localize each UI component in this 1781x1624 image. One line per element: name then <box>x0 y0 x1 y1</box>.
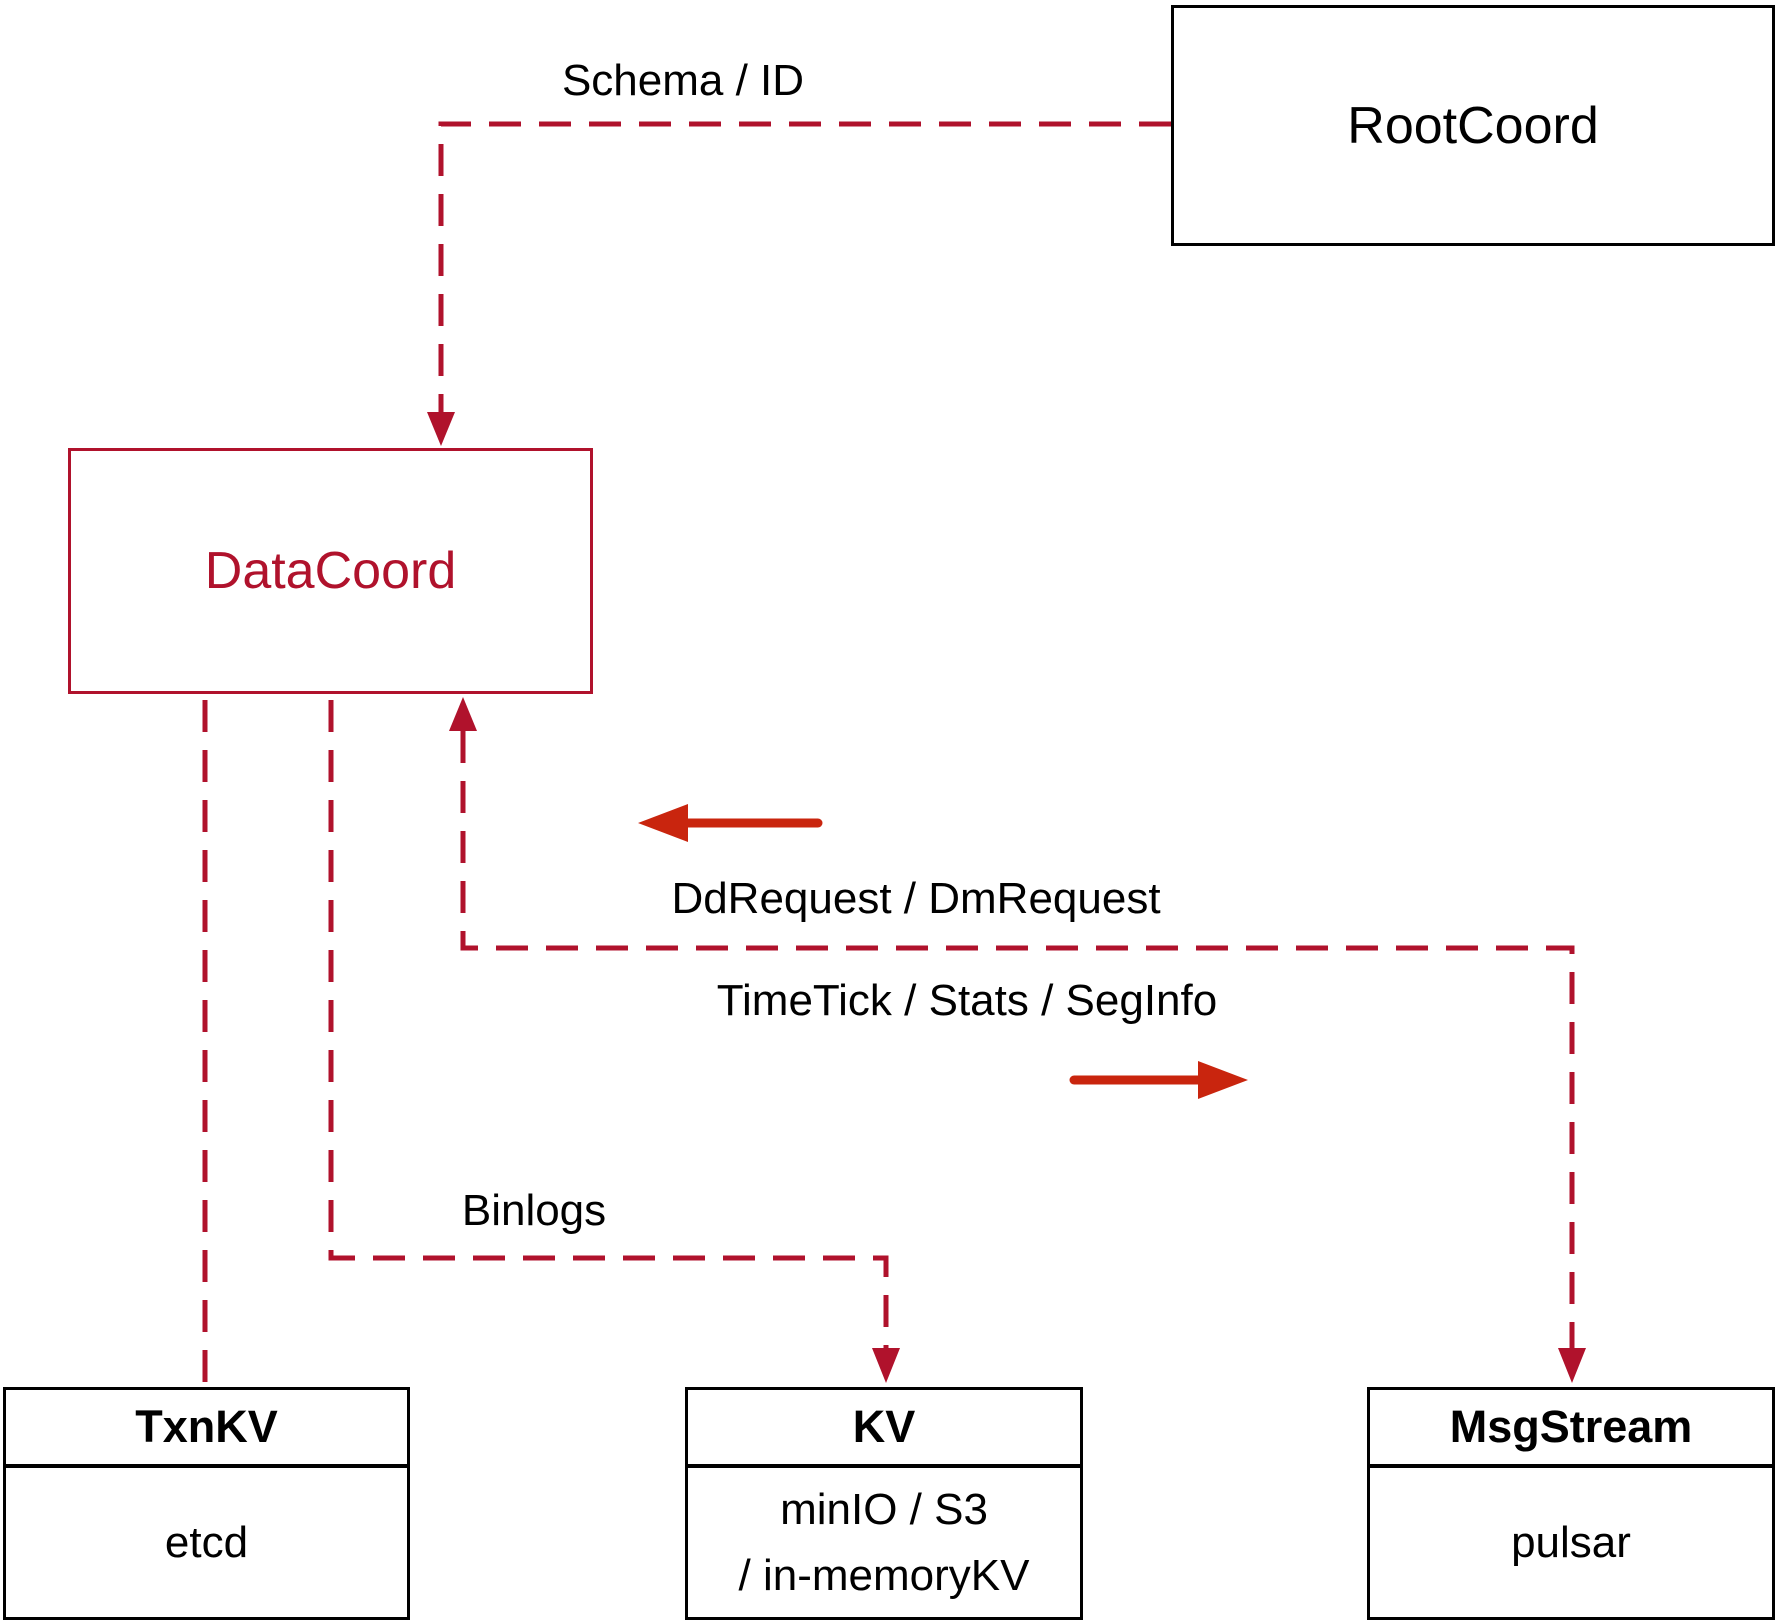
edge-msgstream-arrowhead <box>1558 1348 1586 1383</box>
edge-schema-id-arrowhead <box>427 412 455 446</box>
label-timetick-stats-seginfo: TimeTick / Stats / SegInfo <box>716 976 1218 1025</box>
edge-binlogs <box>328 700 889 1350</box>
node-msgstream: MsgStream pulsar <box>1367 1387 1775 1620</box>
kv-body-line1: minIO / S3 <box>780 1484 988 1534</box>
msgstream-body: pulsar <box>1511 1517 1631 1567</box>
label-schema-id: Schema / ID <box>561 56 805 105</box>
txnkv-body: etcd <box>164 1517 249 1567</box>
node-txnkv: TxnKV etcd <box>3 1387 410 1620</box>
msgstream-title: MsgStream <box>1370 1390 1772 1468</box>
edge-ddrequest <box>460 731 1575 1350</box>
node-kv: KV minIO / S3 / in-memoryKV <box>685 1387 1083 1620</box>
label-ddrequest-dmrequest: DdRequest / DmRequest <box>671 874 1161 923</box>
left-direction-arrow-head <box>638 804 688 842</box>
edge-ddrequest-arrowhead <box>449 697 477 731</box>
datacoord-label: DataCoord <box>204 542 457 600</box>
txnkv-title: TxnKV <box>6 1390 407 1468</box>
node-rootcoord: RootCoord <box>1171 5 1775 246</box>
kv-body-line2: / in-memoryKV <box>738 1550 1030 1600</box>
label-binlogs: Binlogs <box>461 1186 607 1235</box>
rootcoord-label: RootCoord <box>1347 96 1599 155</box>
edge-schema-id <box>438 121 1171 414</box>
edge-binlogs-arrowhead <box>872 1348 900 1383</box>
node-datacoord: DataCoord <box>68 448 593 694</box>
kv-title: KV <box>688 1390 1080 1468</box>
right-direction-arrow-head <box>1198 1061 1248 1099</box>
